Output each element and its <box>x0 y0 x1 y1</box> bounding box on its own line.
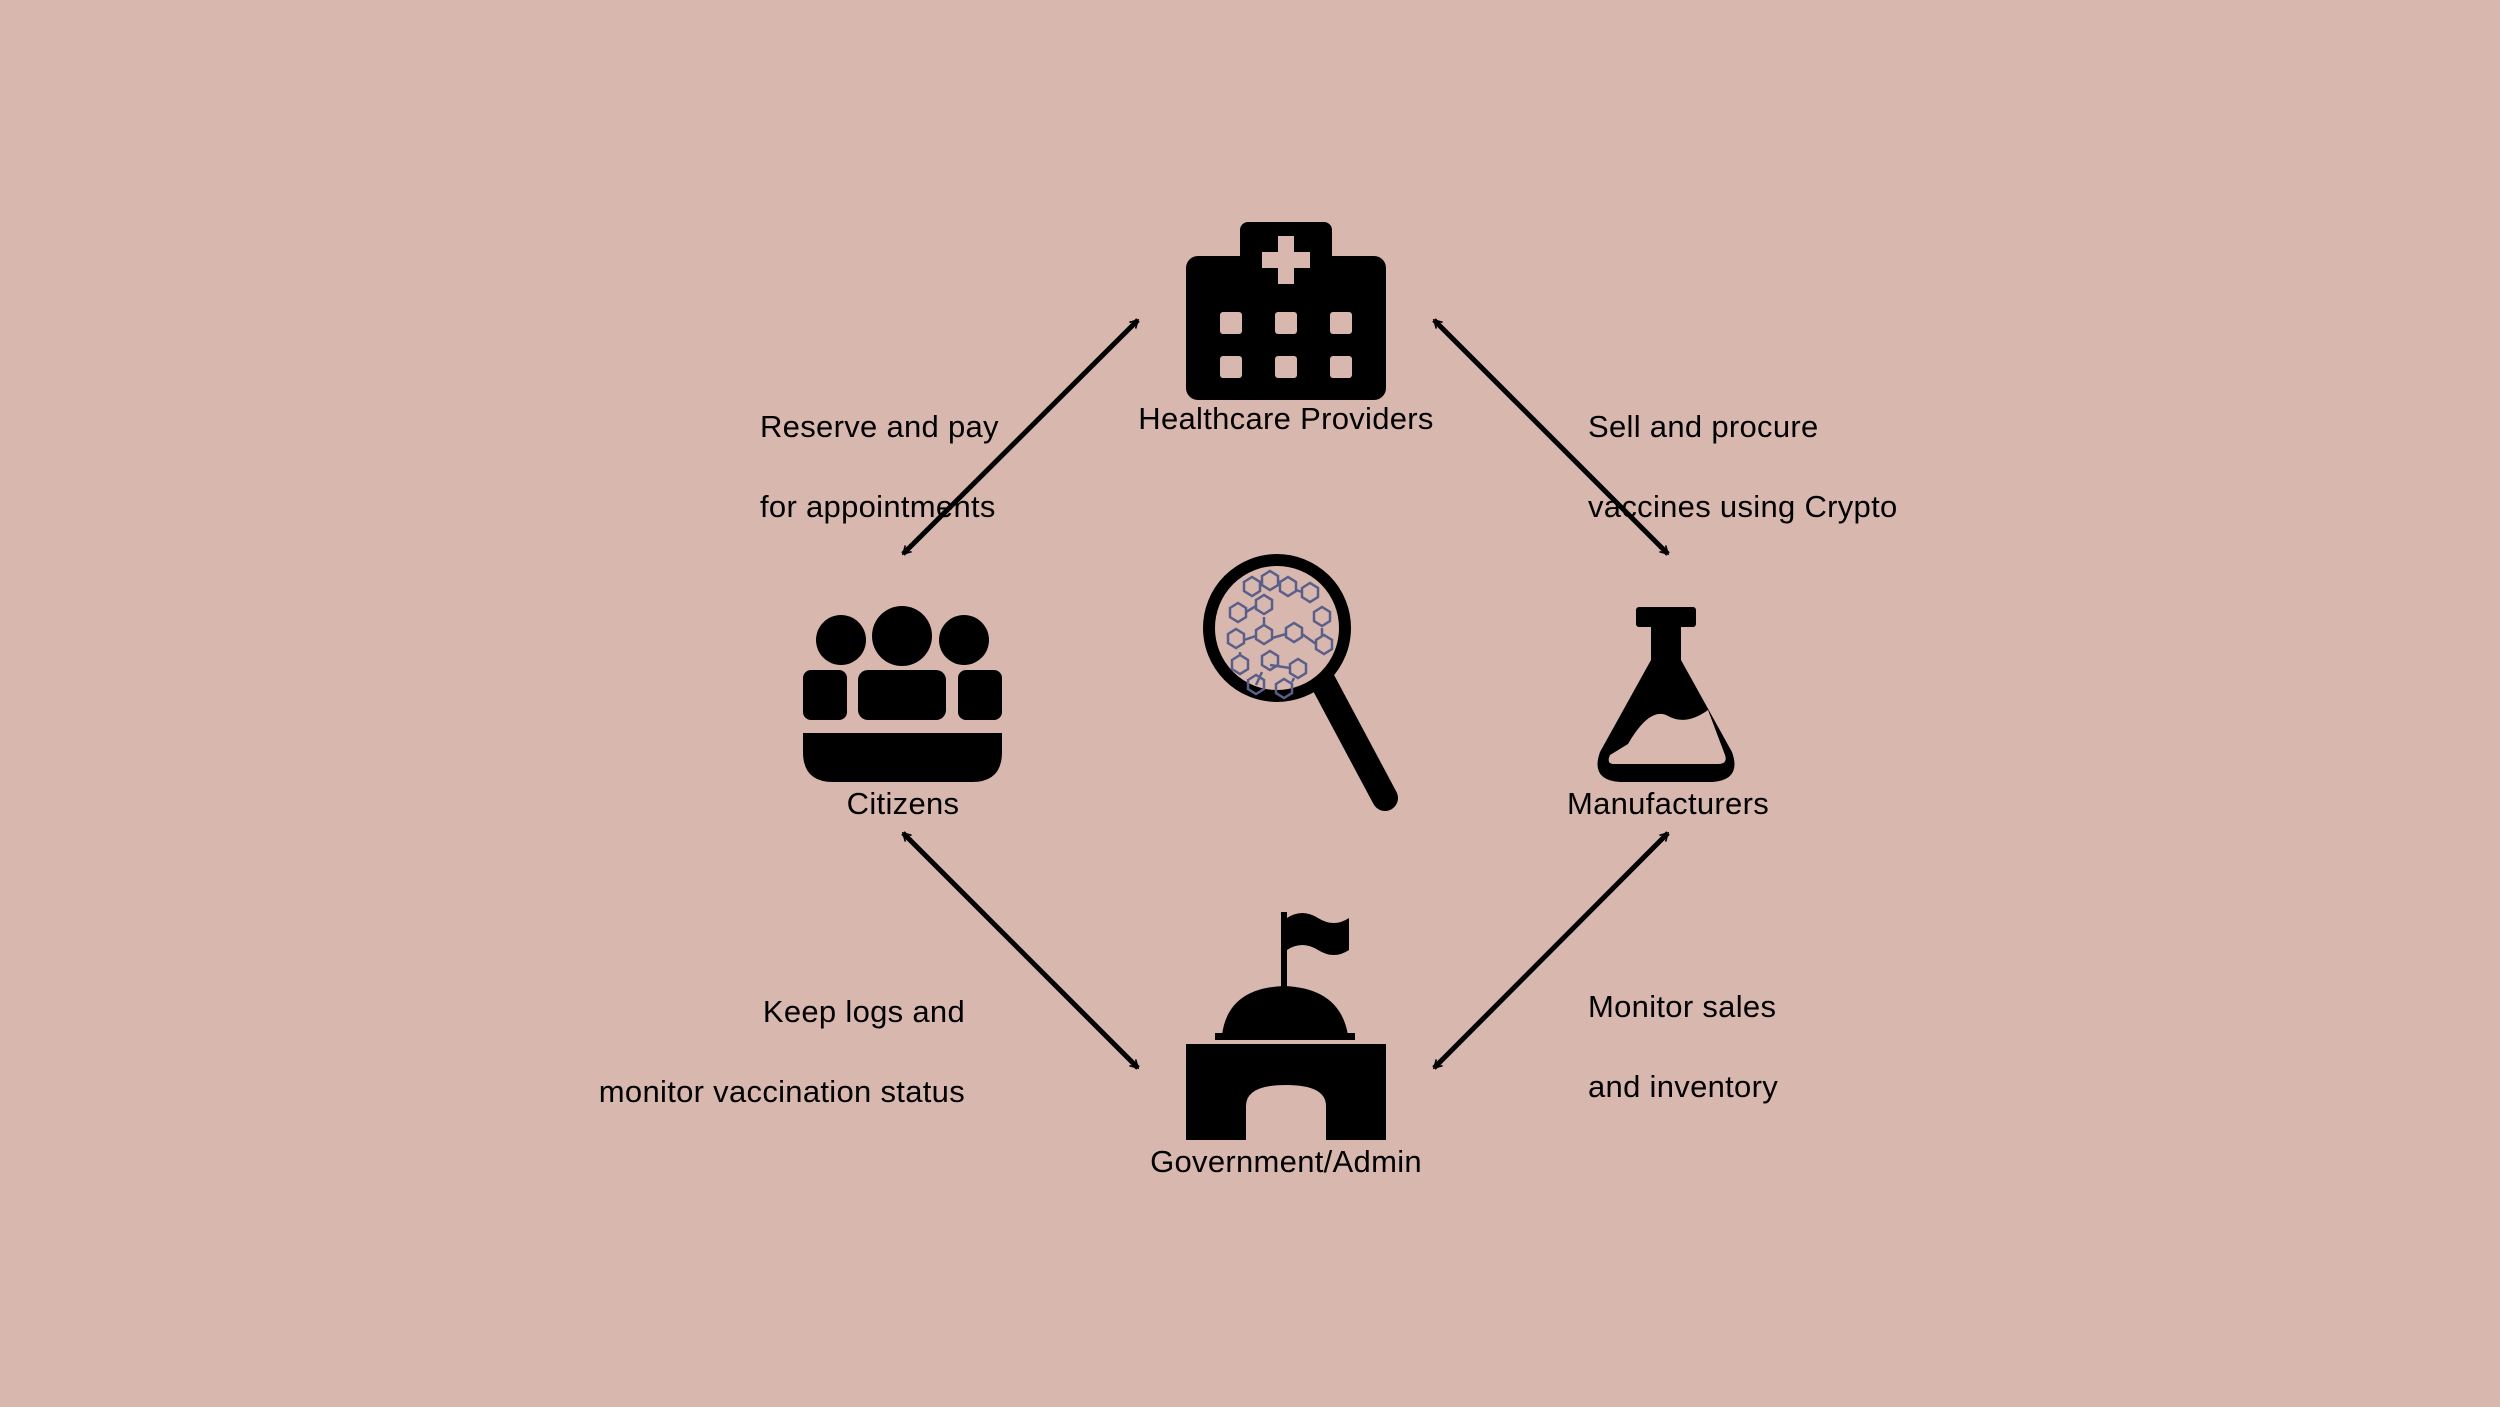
edge-label-line: monitor vaccination status <box>598 1074 965 1109</box>
citizens-label: Citizens <box>846 786 960 821</box>
arrow-citizens-government <box>901 831 1140 1070</box>
edge-label-line: for appointments <box>760 489 996 524</box>
government-building-icon <box>1186 912 1386 1140</box>
edge-label-line: Keep logs and <box>762 994 965 1029</box>
manufacturers-label: Manufacturers <box>1566 786 1770 821</box>
people-group-icon <box>803 606 1002 782</box>
arrow-citizens-healthcare <box>901 318 1140 556</box>
government-admin-label: Government/Admin <box>1150 1144 1422 1179</box>
edge-label-line: and inventory <box>1588 1069 1779 1104</box>
edge-label-citizens-healthcare: Reserve and pay for appointments <box>760 367 999 567</box>
edge-label-line: Monitor sales <box>1588 989 1777 1024</box>
edge-label-manufacturers-government: Monitor sales and inventory <box>1588 947 1778 1147</box>
edge-label-citizens-government: Keep logs and monitor vaccination status <box>599 952 965 1152</box>
arrow-healthcare-manufacturers <box>1432 318 1670 556</box>
healthcare-providers-label: Healthcare Providers <box>1138 401 1434 436</box>
arrow-manufacturers-government <box>1432 831 1670 1070</box>
flask-icon <box>1597 607 1735 782</box>
edge-label-healthcare-manufacturers: Sell and procure vaccines using Crypto <box>1588 367 1898 567</box>
edge-label-line: vaccines using Crypto <box>1588 489 1898 524</box>
edge-label-line: Sell and procure <box>1588 409 1819 444</box>
magnifier-blockchain-icon <box>1203 554 1398 811</box>
edge-label-line: Reserve and pay <box>760 409 999 444</box>
hospital-icon <box>1186 222 1386 400</box>
